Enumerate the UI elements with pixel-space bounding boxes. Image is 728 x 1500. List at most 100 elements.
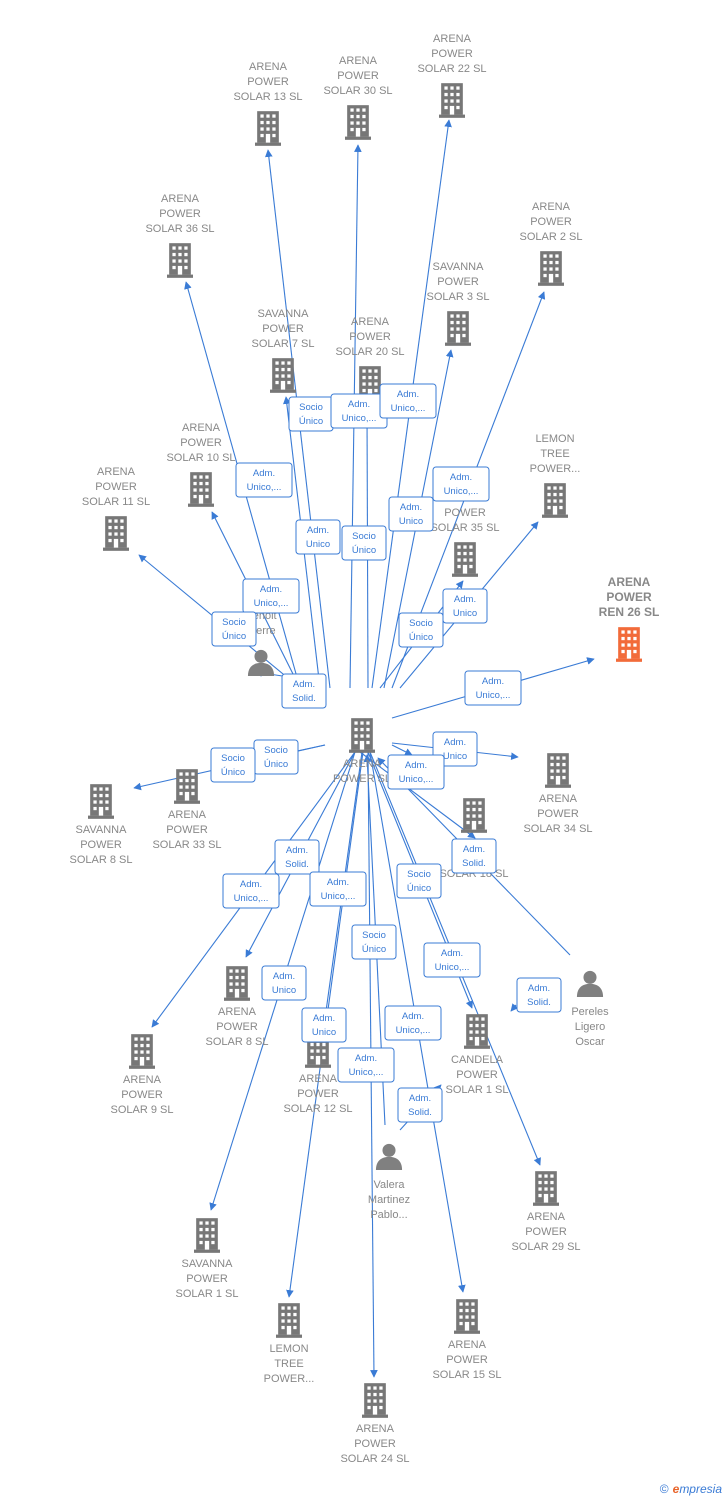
relation-text: Unico — [306, 539, 330, 550]
relation-label-r26[interactable]: Adm.Solid. — [516, 977, 562, 1013]
relation-label-r30[interactable]: Adm.Unico,... — [337, 1047, 395, 1083]
node-label-line: SOLAR 15 SL — [432, 1369, 501, 1381]
relation-label-r24[interactable]: Adm.Solid. — [451, 838, 497, 874]
relation-label-r29[interactable]: Adm.Unico,... — [384, 1005, 442, 1041]
node-vmp[interactable]: ValeraMartinezPablo... — [368, 1143, 410, 1221]
relation-label-r8[interactable]: Adm.Unico — [295, 519, 341, 555]
building-icon — [445, 311, 471, 346]
building-icon — [270, 358, 296, 393]
relation-label-r19[interactable]: Adm.Solid. — [274, 839, 320, 875]
node-lt2[interactable]: LEMONTREEPOWER... — [264, 1303, 315, 1385]
node-label-line: SAVANNA — [433, 261, 485, 273]
node-label-line: POWER — [216, 1021, 258, 1033]
node-label-line: POWER — [159, 208, 201, 220]
relation-label-r31[interactable]: Adm.Solid. — [397, 1087, 443, 1123]
node-label-line: TREE — [274, 1358, 303, 1370]
relation-box — [235, 462, 293, 498]
relation-box — [397, 1087, 443, 1123]
node-label-line: SOLAR 8 SL — [70, 854, 133, 866]
node-label-line: POWER — [297, 1088, 339, 1100]
relation-box — [351, 924, 397, 960]
node-label-line: POWER — [354, 1438, 396, 1450]
relation-text: Socio — [407, 869, 431, 880]
relation-label-r4[interactable]: Adm.Unico,... — [235, 462, 293, 498]
relation-text: Unico,... — [349, 1067, 384, 1078]
brand-logo-e: e — [672, 1482, 680, 1496]
relation-label-r25[interactable]: Adm.Unico,... — [423, 942, 481, 978]
building-icon — [362, 1383, 388, 1418]
relation-text: Adm. — [260, 584, 282, 595]
relation-label-r20[interactable]: Adm.Unico,... — [222, 873, 280, 909]
person-icon — [576, 970, 604, 997]
relation-label-r6[interactable]: Adm.Unico — [388, 496, 434, 532]
node-label-line: ARENA — [532, 201, 571, 213]
node-lt1[interactable]: LEMONTREEPOWER... — [530, 433, 581, 518]
relation-box — [451, 838, 497, 874]
relation-label-r18[interactable]: Adm.Unico,... — [387, 754, 445, 790]
relation-box — [210, 747, 256, 783]
relation-label-r14[interactable]: Adm.Unico,... — [464, 670, 522, 706]
node-label-line: POWER — [95, 481, 137, 493]
relation-label-r9[interactable]: Adm.Unico,... — [242, 578, 300, 614]
relation-label-r2[interactable]: Adm.Unico,... — [330, 393, 388, 429]
relation-label-r13[interactable]: Adm.Solid. — [281, 673, 327, 709]
node-label-line: POWER — [530, 216, 572, 228]
relation-box — [384, 1005, 442, 1041]
relation-label-r27[interactable]: Adm.Unico — [261, 965, 307, 1001]
relation-text: Socio — [221, 753, 245, 764]
relation-label-r12[interactable]: Adm.Unico — [442, 588, 488, 624]
relation-label-r3[interactable]: Adm.Unico,... — [379, 383, 437, 419]
relation-box — [387, 754, 445, 790]
relation-text: Unico,... — [435, 962, 470, 973]
relation-text: Adm. — [454, 594, 476, 605]
node-label-line: REN 26 SL — [599, 605, 660, 619]
relation-text: Adm. — [273, 971, 295, 982]
relation-label-r21[interactable]: Adm.Unico,... — [309, 871, 367, 907]
relation-label-r5[interactable]: Adm.Unico,... — [432, 466, 490, 502]
empresia-brand[interactable]: ©empresia — [660, 1482, 722, 1496]
relation-label-r28[interactable]: Adm.Unico — [301, 1007, 347, 1043]
relation-text: Adm. — [444, 737, 466, 748]
node-label-line: ARENA — [123, 1074, 162, 1086]
relation-text: Solid. — [285, 859, 309, 870]
node-label-line: POWER — [444, 507, 486, 519]
building-icon — [538, 251, 564, 286]
relation-text: Socio — [264, 745, 288, 756]
node-label-line: ARENA — [448, 1339, 487, 1351]
relation-text: Adm. — [293, 679, 315, 690]
relation-text: Solid. — [408, 1107, 432, 1118]
